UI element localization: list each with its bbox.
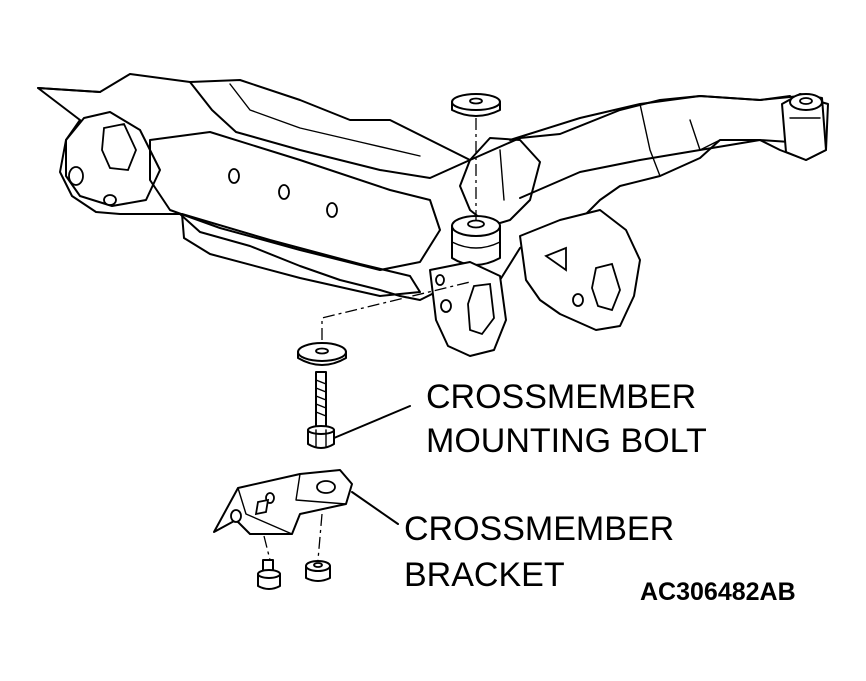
right-bracket-slot [591,262,621,312]
crossmember-front-web [149,131,441,271]
mounting-bolt-label-line1: CROSSMEMBER [426,378,697,416]
bracket-label-line1: CROSSMEMBER [404,510,675,548]
mounting-bolt-label-line2: MOUNTING BOLT [426,422,707,460]
left-lug-slot [101,122,137,171]
bracket-small-bolt [257,559,281,590]
web-hole-1 [228,168,240,184]
center-leg-slot [467,282,495,336]
bracket-nut-axis [317,513,323,561]
left-frame-stub [37,87,101,93]
crossmember-left-arm [37,73,829,301]
right-bracket-hole [572,293,584,307]
upper-rail [189,79,471,161]
lower-washer [297,342,347,366]
bracket-leader-line [351,491,399,525]
web-hole-3 [326,202,338,218]
bolt-leader-line [333,405,411,439]
lower-reinforcement [181,213,421,297]
left-lug-hole-2 [103,194,117,206]
bracket-label-line2: BRACKET [404,556,565,594]
web-hole-2 [278,184,290,200]
upper-washer [451,93,501,117]
center-leg-hole [440,299,452,313]
crossmember-assembly [37,73,829,357]
center-tower [459,137,541,227]
figure-code: AC306482AB [640,578,796,606]
mounting-bolt [307,371,335,449]
right-tube [509,95,791,141]
lower-axis-line [321,281,471,340]
left-lug-hole [68,166,84,186]
right-bracket-tri [544,246,567,272]
right-lower-bracket [519,209,641,331]
bracket-nut [305,560,331,582]
center-bushing [451,215,501,266]
right-bushing [781,93,827,161]
crossmember-bracket-part [213,469,353,535]
